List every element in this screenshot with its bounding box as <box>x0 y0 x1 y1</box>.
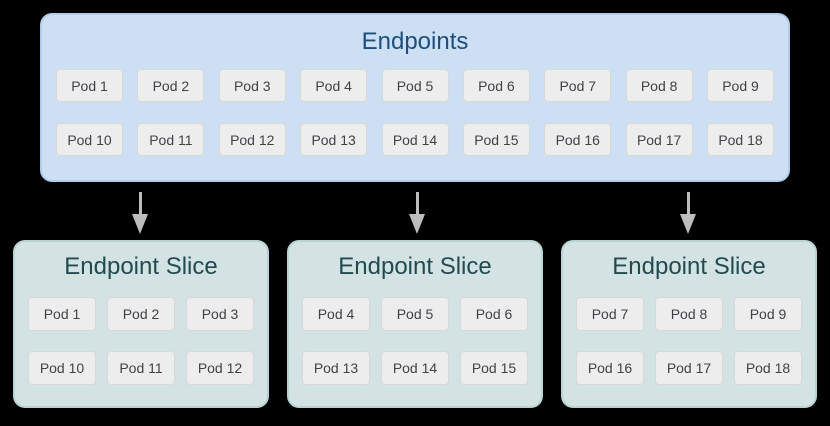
pod-chip: Pod 7 <box>576 297 644 331</box>
pod-chip: Pod 14 <box>381 123 449 156</box>
pod-chip: Pod 9 <box>734 297 802 331</box>
endpoint-slice-box-2: Endpoint Slice Pod 4 Pod 5 Pod 6 Pod 13 … <box>287 240 543 408</box>
pod-chip: Pod 13 <box>300 123 368 156</box>
pod-chip: Pod 17 <box>625 123 693 156</box>
pod-chip: Pod 1 <box>56 69 123 102</box>
arrow-head <box>680 214 696 234</box>
pod-chip: Pod 11 <box>107 351 175 385</box>
slice-pod-row-2: Pod 10 Pod 11 Pod 12 <box>15 351 267 385</box>
down-arrow-icon <box>680 192 696 234</box>
pod-chip: Pod 16 <box>576 351 644 385</box>
pod-chip: Pod 14 <box>381 351 449 385</box>
pod-chip: Pod 17 <box>655 351 723 385</box>
pod-chip: Pod 13 <box>302 351 370 385</box>
pod-chip: Pod 15 <box>460 351 528 385</box>
pod-chip: Pod 6 <box>462 69 530 102</box>
endpoints-title: Endpoints <box>361 28 469 55</box>
endpoint-slice-title: Endpoint Slice <box>612 253 766 280</box>
pod-chip: Pod 15 <box>462 123 530 156</box>
pod-chip: Pod 4 <box>302 297 370 331</box>
slice-pod-row-1: Pod 1 Pod 2 Pod 3 <box>15 297 267 331</box>
pod-chip: Pod 2 <box>107 297 175 331</box>
endpoint-slice-box-1: Endpoint Slice Pod 1 Pod 2 Pod 3 Pod 10 … <box>13 240 269 408</box>
pod-chip: Pod 12 <box>186 351 254 385</box>
pod-chip: Pod 3 <box>186 297 254 331</box>
slice-pod-row-2: Pod 16 Pod 17 Pod 18 <box>563 351 815 385</box>
arrow-stem <box>415 192 419 214</box>
endpoint-slice-title: Endpoint Slice <box>64 253 218 280</box>
down-arrow-icon <box>132 192 148 234</box>
pod-chip: Pod 5 <box>381 69 449 102</box>
pod-chip: Pod 10 <box>28 351 96 385</box>
arrow-stem <box>686 192 690 214</box>
endpoints-box: Endpoints Pod 1 Pod 2 Pod 3 Pod 4 Pod 5 … <box>40 13 790 182</box>
endpoint-slice-box-3: Endpoint Slice Pod 7 Pod 8 Pod 9 Pod 16 … <box>561 240 817 408</box>
pod-chip: Pod 7 <box>544 69 612 102</box>
pod-chip: Pod 1 <box>28 297 96 331</box>
slice-pod-row-2: Pod 13 Pod 14 Pod 15 <box>289 351 541 385</box>
pod-chip: Pod 6 <box>460 297 528 331</box>
pod-chip: Pod 2 <box>137 69 205 102</box>
pod-chip: Pod 8 <box>655 297 723 331</box>
pod-chip: Pod 10 <box>56 123 123 156</box>
arrow-head <box>409 214 425 234</box>
pod-chip: Pod 16 <box>544 123 612 156</box>
pod-chip: Pod 18 <box>707 123 774 156</box>
pod-chip: Pod 12 <box>218 123 286 156</box>
pod-chip: Pod 9 <box>707 69 774 102</box>
arrow-head <box>132 214 148 234</box>
pod-chip: Pod 11 <box>137 123 205 156</box>
endpoints-pod-row-2: Pod 10 Pod 11 Pod 12 Pod 13 Pod 14 Pod 1… <box>42 123 788 156</box>
arrow-stem <box>138 192 142 214</box>
pod-chip: Pod 8 <box>625 69 693 102</box>
endpoints-pod-row-1: Pod 1 Pod 2 Pod 3 Pod 4 Pod 5 Pod 6 Pod … <box>42 69 788 102</box>
pod-chip: Pod 5 <box>381 297 449 331</box>
pod-chip: Pod 4 <box>300 69 368 102</box>
endpoint-slice-title: Endpoint Slice <box>338 253 492 280</box>
down-arrow-icon <box>409 192 425 234</box>
pod-chip: Pod 3 <box>218 69 286 102</box>
slice-pod-row-1: Pod 7 Pod 8 Pod 9 <box>563 297 815 331</box>
pod-chip: Pod 18 <box>734 351 802 385</box>
slice-pod-row-1: Pod 4 Pod 5 Pod 6 <box>289 297 541 331</box>
